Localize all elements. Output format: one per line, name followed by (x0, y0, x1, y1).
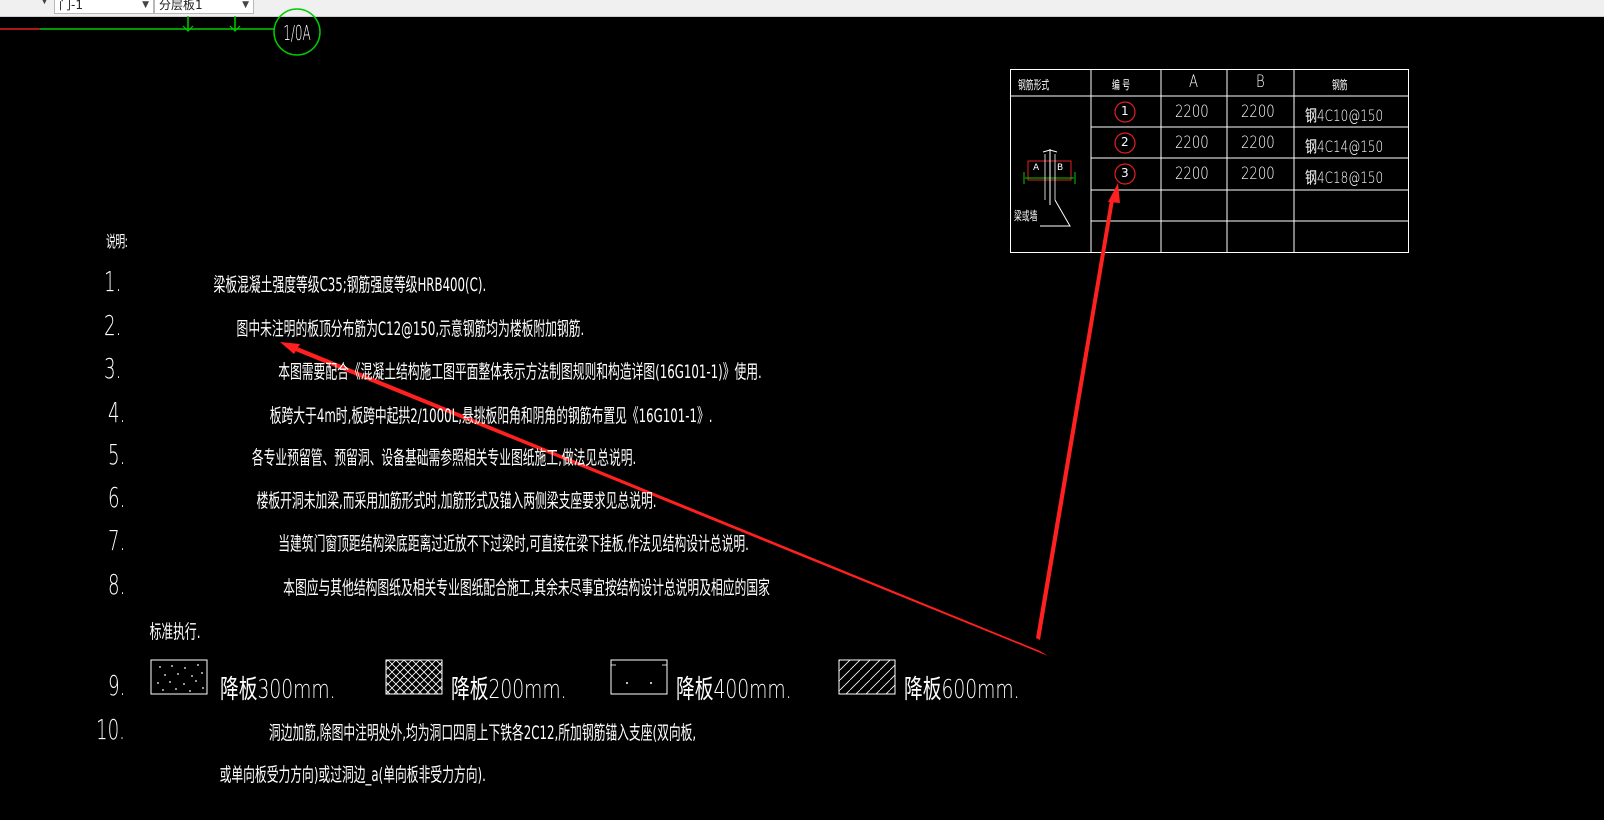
row1-bar: 钢4C10@150 (1305, 106, 1384, 125)
chevron-down-icon: ▼ (242, 0, 249, 10)
note-item-6: 6. 楼板开洞未加梁,而采用加筋形式时,加筋形式及锚入两侧梁支座要求见总说明. (108, 481, 779, 514)
axis-tick-arrow (182, 25, 194, 32)
note-text: 本图应与其他结构图纸及相关专业图纸配合施工,其余未尽事宜按结构设计总说明及相应的… (282, 577, 770, 599)
row3-number: 3 (1121, 166, 1129, 180)
row2-b: 2200 (1241, 133, 1275, 153)
legend-label-300: 降板300mm. (220, 675, 336, 705)
note-item-8: 8. 本图应与其他结构图纸及相关专业图纸配合施工,其余未尽事宜按结构设计总说明及… (108, 568, 919, 601)
note-item-1: 1. 梁板混凝土强度等级C35;钢筋强度等级HRB400(C). (104, 265, 570, 298)
row2-a: 2200 (1175, 133, 1209, 153)
table-header-a: A (1189, 72, 1199, 92)
note-text: 各专业预留管、预留洞、设备基础需参照相关专业图纸施工,做法见总说明. (251, 447, 637, 469)
note-text: 图中未注明的板顶分布筋为C12@150,示意钢筋均为楼板附加钢筋. (236, 318, 585, 340)
table-header-form: 钢筋形式 (1018, 78, 1050, 92)
row3-bar: 钢4C18@150 (1305, 168, 1384, 187)
layer-selector[interactable]: 分层板1 ▼ (154, 0, 254, 14)
table-header-b: B (1256, 72, 1265, 92)
note-text: 标准执行. (149, 621, 201, 643)
note-item-10-continued: 或单向板受力方向)或过洞边_a(单向板非受力方向). (138, 760, 567, 787)
note-number: 9. (108, 669, 126, 702)
note-text: 本图需要配合《混凝土结构施工图平面整体表示方法制图规则和构造详图(16G101-… (278, 361, 762, 383)
detail-caption: 梁或墙 (1014, 209, 1038, 223)
rebar-number-circle (1114, 132, 1136, 154)
detail-label-a: A (1033, 163, 1040, 173)
notes-title: 说明: (106, 232, 128, 251)
chevron-down-icon: ▼ (40, 0, 49, 6)
axis-bubble-label: 1/0A (283, 22, 311, 45)
row1-a: 2200 (1175, 102, 1209, 122)
note-text: 当建筑门窗顶距结构梁底距离过近放不下过梁时,可直接在梁下挂板,作法见结构设计总说… (278, 533, 749, 555)
row1-b: 2200 (1241, 102, 1275, 122)
table-header-no: 编 号 (1112, 78, 1131, 92)
legend-label-600: 降板600mm. (904, 675, 1020, 705)
axis-bubble[interactable] (273, 8, 321, 56)
table-header-bar: 钢筋 (1332, 78, 1348, 92)
row3-a: 2200 (1175, 164, 1209, 184)
note-text: 或单向板受力方向)或过洞边_a(单向板非受力方向). (219, 764, 486, 786)
note-item-7: 7. 当建筑门窗顶距结构梁底距离过近放不下过梁时,可直接在梁下挂板,作法见结构设… (108, 524, 893, 557)
layer-selector-value: 分层板1 (159, 0, 203, 12)
note-number: 1. (104, 265, 122, 298)
arrowhead-left (280, 342, 300, 354)
arrowhead-up (1108, 183, 1120, 203)
toolbar: 门-1 ▼ 分层板1 ▼ ▼ (0, 0, 1604, 17)
note-number: 7. (108, 524, 126, 557)
note-item-5: 5. 各专业预留管、预留洞、设备基础需参照相关专业图纸施工,做法见总说明. (108, 438, 754, 471)
note-text: 板跨大于4m时,板跨中起拱2/1000L,悬挑板阳角和阴角的钢筋布置见《16G1… (269, 405, 713, 427)
note-number: 4. (108, 396, 126, 429)
note-text: 楼板开洞未加梁,而采用加筋形式时,加筋形式及锚入两侧梁支座要求见总说明. (256, 490, 657, 512)
floor-selector[interactable]: 门-1 ▼ (54, 0, 154, 14)
rebar-detail-sketch (1023, 149, 1076, 227)
note-item-3: 3. 本图需要配合《混凝土结构施工图平面整体表示方法制图规则和构造详图(16G1… (104, 352, 910, 385)
note-text: 洞边加筋,除图中注明处外,均为洞口四周上下铁各2C12,所加钢筋锚入支座(双向板… (268, 722, 696, 744)
row3-b: 2200 (1241, 164, 1275, 184)
note-number: 3. (104, 352, 122, 385)
row2-number: 2 (1121, 135, 1129, 149)
note-number: 5. (108, 438, 126, 471)
legend-dots-box (150, 659, 208, 695)
note-item-2: 2. 图中未注明的板顶分布筋为C12@150,示意钢筋均为楼板附加钢筋. (104, 309, 691, 342)
floor-selector-value: 门-1 (59, 0, 83, 12)
rebar-number-circle (1114, 101, 1136, 123)
legend-diagonal-box (838, 659, 896, 695)
axis-tick-arrow (229, 25, 241, 32)
note-item-10: 10. 洞边加筋,除图中注明处外,均为洞口四周上下铁各2C12,所加钢筋锚入支座… (96, 713, 827, 746)
legend-label-400: 降板400mm. (676, 675, 792, 705)
note-number: 10. (96, 713, 125, 746)
chevron-down-icon: ▼ (142, 0, 149, 10)
legend-label-200: 降板200mm. (451, 675, 567, 705)
note-text: 梁板混凝土强度等级C35;钢筋强度等级HRB400(C). (213, 274, 487, 296)
rebar-number-circle (1114, 163, 1136, 185)
note-number: 8. (108, 568, 126, 601)
note-number: 2. (104, 309, 122, 342)
note-item-9: 9. (108, 669, 135, 702)
row1-number: 1 (1121, 104, 1129, 118)
red-annotation-arrows (280, 183, 1120, 656)
note-item-8-continued: 标准执行. (134, 617, 216, 644)
note-item-4: 4. 板跨大于4m时,板跨中起拱2/1000L,悬挑板阳角和阴角的钢筋布置见《1… (108, 396, 848, 429)
note-number: 6. (108, 481, 126, 514)
row2-bar: 钢4C14@150 (1305, 137, 1384, 156)
legend-corner-box (610, 659, 668, 695)
legend-crosshatch-box (385, 659, 443, 695)
reinforcement-table-grid (1010, 69, 1409, 253)
detail-label-b: B (1057, 163, 1064, 173)
